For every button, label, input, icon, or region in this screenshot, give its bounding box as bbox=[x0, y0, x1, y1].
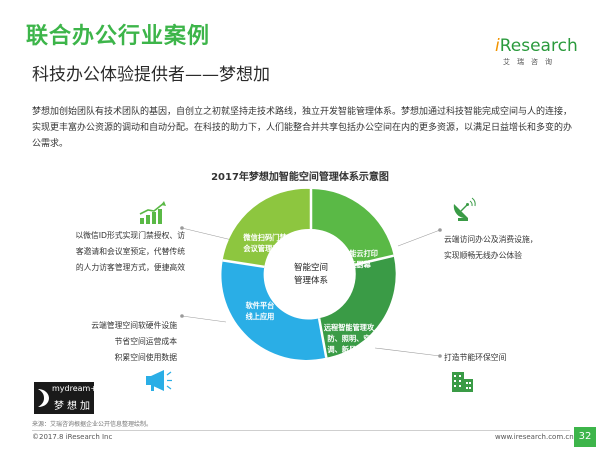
diagram-title: 2017年梦想加智能空间管理体系示意图 bbox=[211, 172, 389, 183]
page-number: 32 bbox=[574, 427, 596, 447]
center-label-1: 智能空间 bbox=[294, 262, 328, 273]
segment-label-print-1: 智能云打印 bbox=[342, 249, 378, 258]
source-note: 来源：艾瑞咨询根据企业公开信息整理绘制。 bbox=[32, 421, 153, 428]
segment-label-wechat-1: 微信扫码门禁 bbox=[242, 233, 287, 242]
segment-remote-management bbox=[319, 255, 396, 358]
segment-wechat-access bbox=[222, 188, 311, 267]
annotation-top-right: 云端访问办公及消费设施， 实现顺畅无线办公体验 bbox=[444, 235, 538, 260]
segment-label-remote-1: 远程智能管理攻 bbox=[324, 323, 375, 332]
mydream-logo: mydream+ 梦想加 bbox=[34, 382, 98, 414]
connector-lines bbox=[180, 226, 442, 358]
segment-label-software-1: 软件平台 bbox=[246, 301, 275, 310]
brand-english: mydream+ bbox=[52, 384, 98, 393]
segment-label-print-2: 云厨幕 bbox=[349, 260, 371, 269]
website-url: www.iresearch.com.cn bbox=[495, 433, 574, 441]
footer-divider bbox=[32, 430, 570, 431]
megaphone-icon bbox=[146, 370, 172, 391]
mydream-mark-icon bbox=[38, 389, 49, 407]
page-subtitle: 科技办公体验提供者——梦想加 bbox=[32, 65, 270, 85]
logo-wordmark: iResearch bbox=[495, 36, 578, 56]
segment-label-remote-2: 防、照明、空 bbox=[327, 334, 370, 343]
segment-label-wechat-2: 会议管理系统 bbox=[243, 244, 287, 253]
segment-label-software-2: 线上应用 bbox=[246, 312, 275, 321]
diagram-center-circle bbox=[267, 230, 355, 318]
satellite-dish-icon bbox=[453, 197, 476, 221]
logo-chinese-name: 艾瑞咨询 bbox=[503, 58, 559, 66]
segment-label-remote-3: 调、新风系统 bbox=[327, 345, 371, 354]
copyright: ©2017.8 iResearch Inc bbox=[32, 433, 113, 441]
intro-paragraph: 梦想加创始团队有技术团队的基因，自创立之初就坚持走技术路线，独立开发智能管理体系… bbox=[32, 107, 573, 149]
brand-chinese: 梦想加 bbox=[54, 401, 93, 412]
building-icon bbox=[452, 372, 473, 392]
segment-software-platform bbox=[221, 260, 327, 360]
annotation-bottom-left: 云端管理空间软硬件设施 节省空间运营成本 积累空间使用数据 bbox=[91, 321, 177, 362]
page-title: 联合办公行业案例 bbox=[26, 24, 211, 49]
growth-chart-icon bbox=[139, 201, 166, 224]
annotation-top-left: 以微信ID形式实现门禁授权、访 客邀请和会议室预定，代替传统 的人力访客管理方式… bbox=[75, 231, 185, 272]
center-label-2: 管理体系 bbox=[294, 275, 328, 286]
segment-cloud-print bbox=[311, 189, 394, 265]
iresearch-logo: iResearch 艾瑞咨询 bbox=[495, 36, 578, 72]
annotation-bottom-right: 打造节能环保空间 bbox=[444, 353, 507, 362]
